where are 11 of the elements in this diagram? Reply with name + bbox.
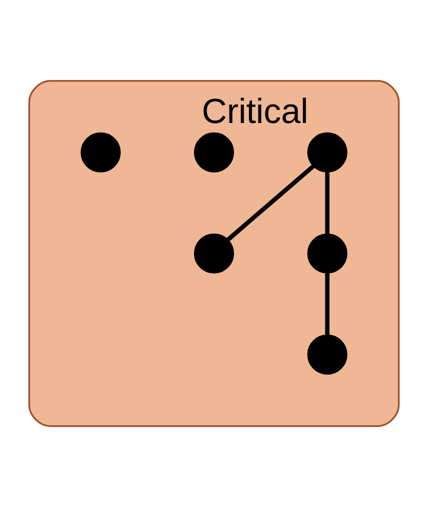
node-circle xyxy=(307,233,348,274)
connector xyxy=(226,164,315,242)
node-circle xyxy=(194,132,234,172)
connector xyxy=(325,272,330,335)
cluster xyxy=(28,80,400,427)
node-circle xyxy=(80,132,121,172)
node-circle xyxy=(307,132,348,172)
node-circle xyxy=(307,334,348,375)
node-label: Critical xyxy=(202,92,308,131)
node-circle xyxy=(194,233,234,274)
connector xyxy=(325,172,330,234)
